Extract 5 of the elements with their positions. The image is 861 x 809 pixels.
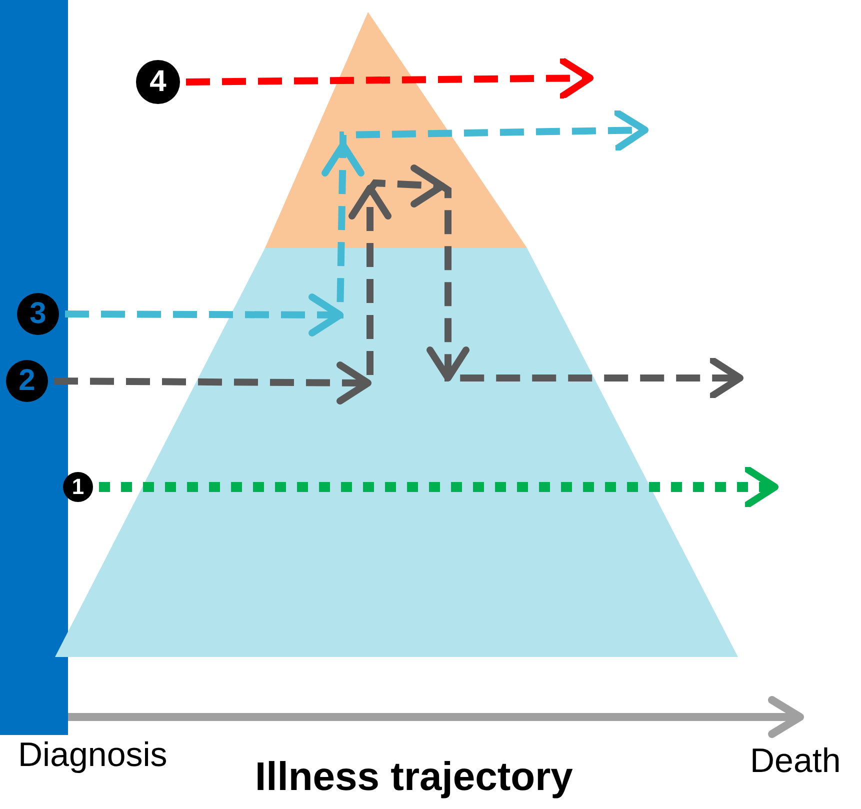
callout-number: 1 xyxy=(63,472,93,502)
axis-label: Diagnosis xyxy=(18,738,168,772)
callout-number: 4 xyxy=(136,60,180,104)
axis-title: Illness trajectory xyxy=(255,757,573,797)
axis-label: Death xyxy=(750,744,841,778)
